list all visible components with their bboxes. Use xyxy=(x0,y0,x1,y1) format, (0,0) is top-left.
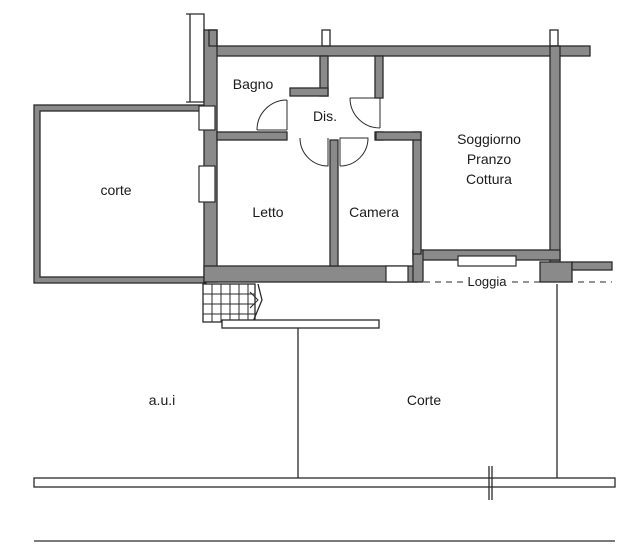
wall-stub xyxy=(208,29,218,47)
exterior-walls xyxy=(203,29,613,283)
wall-stub xyxy=(321,29,331,47)
label-corte-small: corte xyxy=(100,182,131,198)
label-loggia: Loggia xyxy=(467,274,507,289)
label-dis: Dis. xyxy=(313,108,337,124)
staircase xyxy=(202,283,263,325)
label-bagno: Bagno xyxy=(233,76,274,92)
label-soggiorno: Soggiorno xyxy=(457,131,521,147)
label-cottura: Cottura xyxy=(466,171,512,187)
label-camera: Camera xyxy=(349,204,399,220)
interior-walls xyxy=(216,55,422,267)
doors xyxy=(256,97,381,167)
windows xyxy=(198,105,517,283)
boundary-wall xyxy=(33,477,616,488)
railing-bracket xyxy=(186,13,205,103)
label-letto: Letto xyxy=(252,204,283,220)
label-corte-large: Corte xyxy=(407,392,441,408)
terrace-edge xyxy=(221,319,380,329)
label-aui: a.u.i xyxy=(149,392,175,408)
wall-stub xyxy=(549,29,559,47)
label-pranzo: Pranzo xyxy=(467,151,512,167)
corte-courtyard xyxy=(33,104,207,284)
